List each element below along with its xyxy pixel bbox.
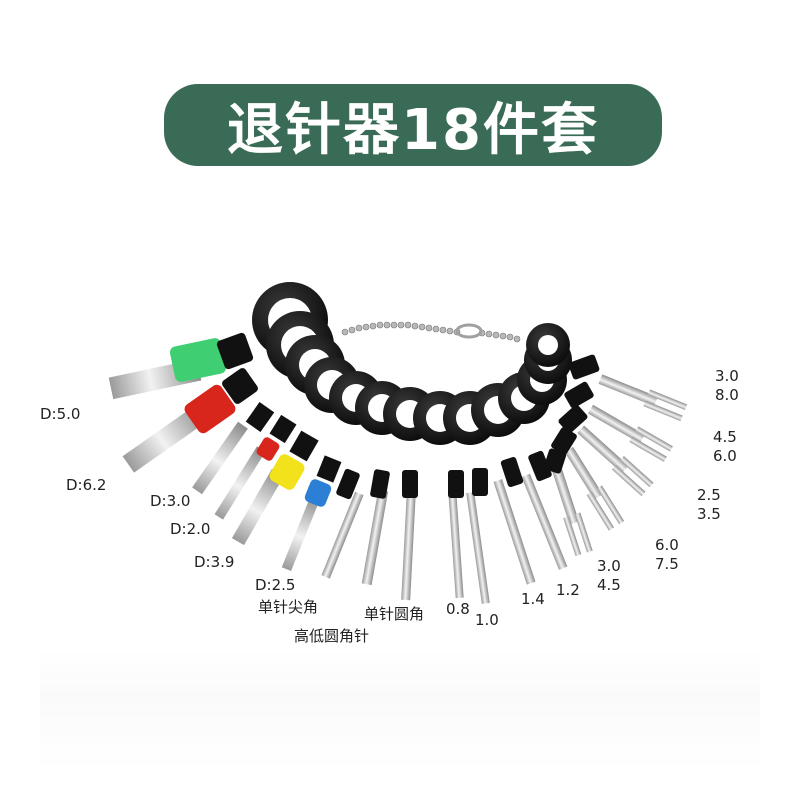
label-v10: 1.0 (475, 611, 499, 629)
fork-tools (552, 374, 688, 557)
label-d50: D:5.0 (40, 405, 81, 423)
label-fork-25-35-bottom: 3.5 (697, 505, 721, 523)
label-fork-30-45: 3.0 4.5 (597, 557, 621, 595)
label-d25: D:2.5 (255, 576, 296, 594)
label-fork-25-35: 2.5 3.5 (697, 486, 721, 524)
pin-tools (321, 473, 568, 605)
label-fork-25-35-top: 2.5 (697, 486, 721, 504)
label-d62: D:6.2 (66, 476, 107, 494)
label-single-pointed: 单针尖角 (258, 598, 319, 616)
backdrop-floor (40, 650, 760, 770)
label-fork-30-80-bottom: 8.0 (715, 386, 739, 404)
label-fork-45-60-top: 4.5 (713, 428, 737, 446)
label-fork-45-60: 4.5 6.0 (713, 428, 737, 466)
label-fork-60-75-top: 6.0 (655, 536, 679, 554)
title-banner: 退针器18件套 (164, 84, 662, 166)
tube-tool-d50 (108, 332, 254, 400)
label-single-round: 单针圆角 (364, 605, 425, 623)
label-d30: D:3.0 (150, 492, 191, 510)
label-fork-45-60-bottom: 6.0 (713, 447, 737, 465)
label-d39: D:3.9 (194, 553, 235, 571)
tube-tool-d30 (192, 402, 275, 495)
chain-clasp (455, 323, 483, 339)
label-fork-30-45-bottom: 4.5 (597, 576, 621, 594)
tube-tool-d20 (214, 414, 297, 520)
label-fork-60-75: 6.0 7.5 (655, 536, 679, 574)
tube-tool-d25 (281, 455, 342, 572)
label-fork-30-45-top: 3.0 (597, 557, 621, 575)
pin-tool-handles (336, 450, 552, 500)
left-handles (252, 282, 437, 441)
banner-title: 退针器18件套 (227, 97, 599, 163)
label-v12: 1.2 (556, 581, 580, 599)
fork-tool-handles (543, 354, 600, 474)
label-fork-30-80-top: 3.0 (715, 367, 739, 385)
tube-tool-d39 (231, 430, 319, 546)
tube-tool-d62 (122, 368, 258, 473)
label-v14: 1.4 (521, 590, 545, 608)
ball-chain (341, 321, 521, 343)
label-d20: D:2.0 (170, 520, 211, 538)
label-fork-60-75-bottom: 7.5 (655, 555, 679, 573)
right-handles (413, 323, 572, 445)
label-high-low-round: 高低圆角针 (294, 627, 370, 645)
label-v08: 0.8 (446, 600, 470, 618)
label-fork-30-80: 3.0 8.0 (715, 367, 739, 405)
